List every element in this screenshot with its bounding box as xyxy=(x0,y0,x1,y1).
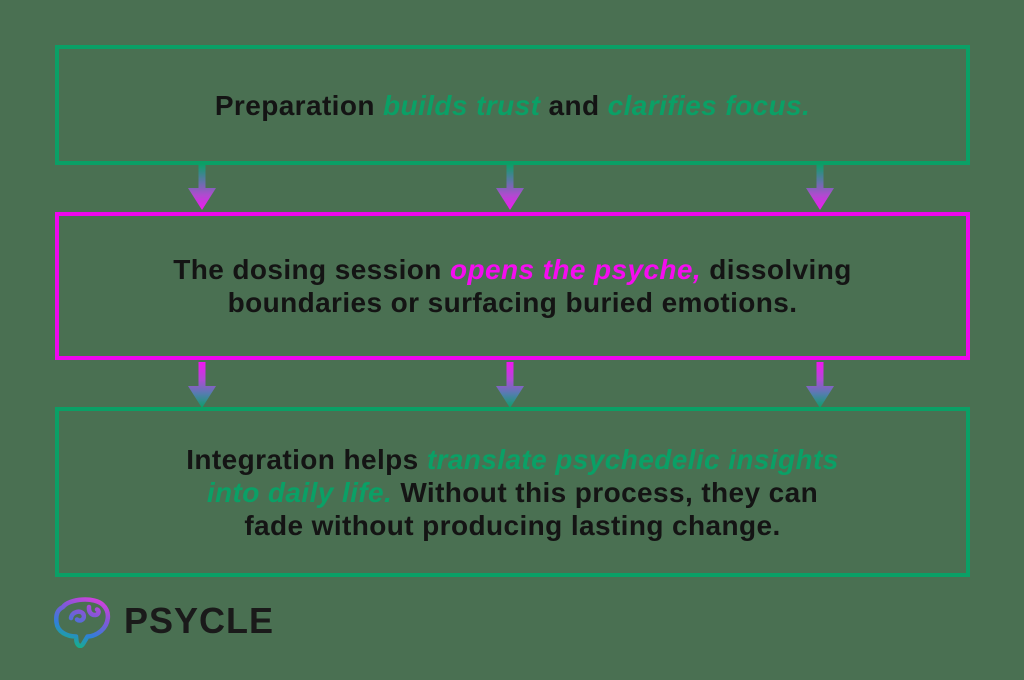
dosing-box: The dosing session opens the psyche, dis… xyxy=(55,212,970,360)
arrow-down-icon xyxy=(806,362,834,408)
preparation-text: Preparation builds trust and clarifies f… xyxy=(215,89,810,122)
preparation-box: Preparation builds trust and clarifies f… xyxy=(55,45,970,165)
dosing-text: The dosing session opens the psyche, dis… xyxy=(173,253,852,319)
text-line: boundaries or surfacing buried emotions. xyxy=(227,287,798,318)
text-line: Preparation builds trust and clarifies f… xyxy=(214,89,811,121)
psycle-logo: PSYCLE xyxy=(50,594,274,648)
text-line: Integration helps translate psychedelic … xyxy=(186,443,839,475)
text-line: fade without producing lasting change. xyxy=(244,509,781,541)
arrow-down-icon xyxy=(496,164,524,210)
psycle-logo-text: PSYCLE xyxy=(124,600,275,641)
text-line: The dosing session opens the psyche, dis… xyxy=(173,254,852,285)
brain-logo-icon xyxy=(54,597,111,648)
arrow-down-icon xyxy=(806,164,834,210)
arrow-down-icon xyxy=(188,164,216,210)
integration-text: Integration helps translate psychedelic … xyxy=(186,443,838,542)
text-line: into daily life. Without this process, t… xyxy=(206,476,819,508)
arrow-down-icon xyxy=(496,362,524,408)
arrow-down-icon xyxy=(188,362,216,408)
integration-box: Integration helps translate psychedelic … xyxy=(55,407,970,577)
